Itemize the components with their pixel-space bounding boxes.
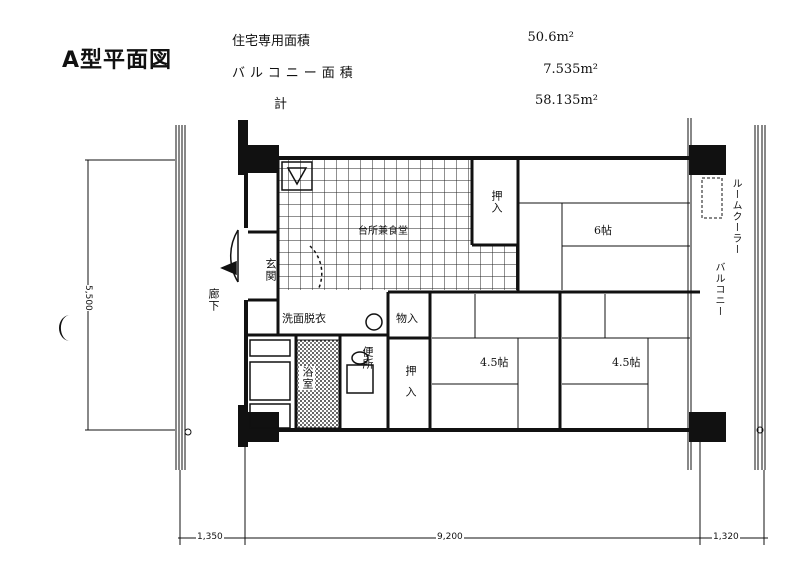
room-label-oshiire-bottom: 押入 [404, 365, 417, 407]
entrance-door [220, 229, 323, 291]
room-label-kitchen-dining: 台所兼食堂 [358, 226, 408, 237]
dimension-left: 1,350 [196, 532, 224, 542]
area-value-total: 58.135m² [534, 93, 598, 108]
structural-columns [238, 120, 726, 447]
fixtures [249, 161, 383, 429]
area-value-balcony: 7.535m² [543, 62, 598, 77]
tatami-lines [432, 202, 690, 428]
room-label-genkan: 玄関 [264, 258, 277, 282]
room-label-balcony: バルコニー [713, 262, 724, 317]
room-label-room-cooler: ルームクーラー [730, 178, 741, 255]
room-label-4-5jo-left: 4.5帖 [480, 356, 509, 369]
north-symbol [59, 315, 70, 341]
room-label-4-5jo-right: 4.5帖 [612, 356, 641, 369]
room-cooler-unit [701, 177, 723, 219]
room-label-senmen: 洗面脱衣 [282, 312, 326, 325]
area-label-total: 計 [274, 97, 288, 112]
interior-walls [248, 158, 700, 430]
room-label-corridor: 廊下 [207, 288, 220, 312]
room-label-oshiire-top: 押入 [490, 190, 503, 214]
dimension-center: 9,200 [436, 532, 464, 542]
room-label-bath: 浴室 [299, 366, 315, 390]
area-label-exclusive: 住宅専用面積 [232, 34, 311, 49]
corridor-rails [175, 118, 766, 470]
page-title: A型平面図 [62, 48, 173, 73]
dimension-right: 1,320 [712, 532, 740, 542]
kitchen-tile-floor [278, 160, 472, 290]
dimension-height: 5,500 [82, 285, 94, 311]
area-label-balcony: バルコニー面積 [232, 66, 358, 81]
room-label-toilet: 便所 [361, 346, 374, 370]
room-label-6jo: 6帖 [594, 224, 612, 237]
room-label-monoire: 物入 [396, 312, 418, 325]
area-value-exclusive: 50.6m² [527, 30, 574, 45]
